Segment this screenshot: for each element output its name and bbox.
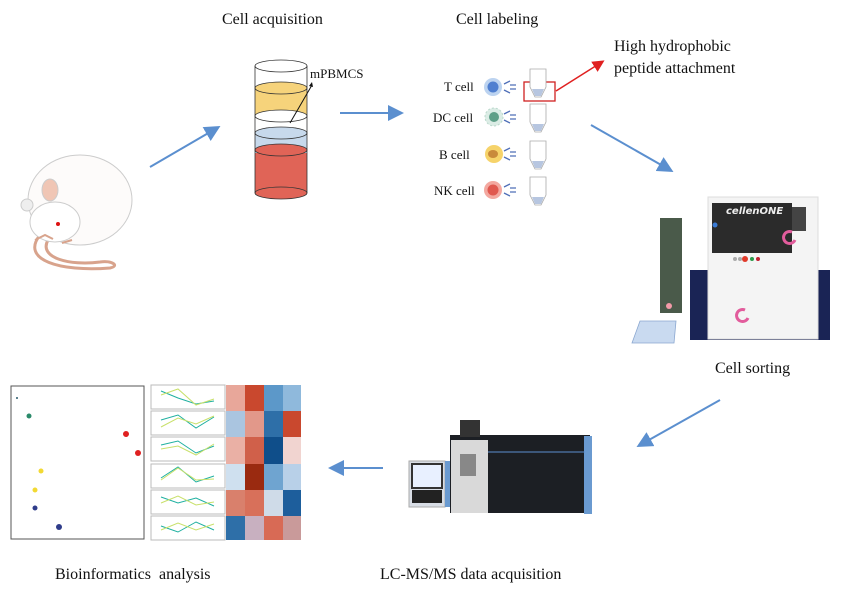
mpbmcs-label: mPBMCS (310, 66, 364, 81)
step-title-sorting: Cell sorting (715, 360, 791, 377)
cell-label-dc: DC cell (433, 110, 474, 125)
cluster-trend-lines (160, 388, 215, 533)
cell-label-nk: NK cell (434, 183, 475, 198)
step-title-bioinformatics: Bioinformatics analysis (55, 566, 211, 583)
b-cell-icon (485, 145, 503, 163)
heatmap (226, 385, 301, 540)
arrow-labeling-to-sorting (590, 124, 674, 172)
arrow-mouse-to-acquisition (149, 125, 221, 168)
step-title-lcms: LC-MS/MS data acquisition (380, 566, 562, 583)
arrow-sorting-to-lcms (636, 399, 721, 447)
callout-line-2: peptide attachment (614, 60, 736, 77)
pca-plot-frame (10, 385, 145, 540)
pca-points (16, 397, 141, 530)
step-title-labeling: Cell labeling (456, 11, 539, 28)
nk-cell-icon (484, 181, 502, 199)
callout-line-1: High hydrophobic (614, 38, 731, 55)
dc-cell-icon (484, 107, 504, 127)
cluster-trend-panels (150, 384, 226, 541)
arrow-callout (555, 60, 605, 92)
step-title-acquisition: Cell acquisition (222, 11, 323, 28)
cell-label-t: T cell (444, 79, 474, 94)
cellenone-brand: cellenONE (726, 206, 784, 217)
cell-label-b: B cell (439, 147, 470, 162)
t-cell-icon (484, 78, 502, 96)
